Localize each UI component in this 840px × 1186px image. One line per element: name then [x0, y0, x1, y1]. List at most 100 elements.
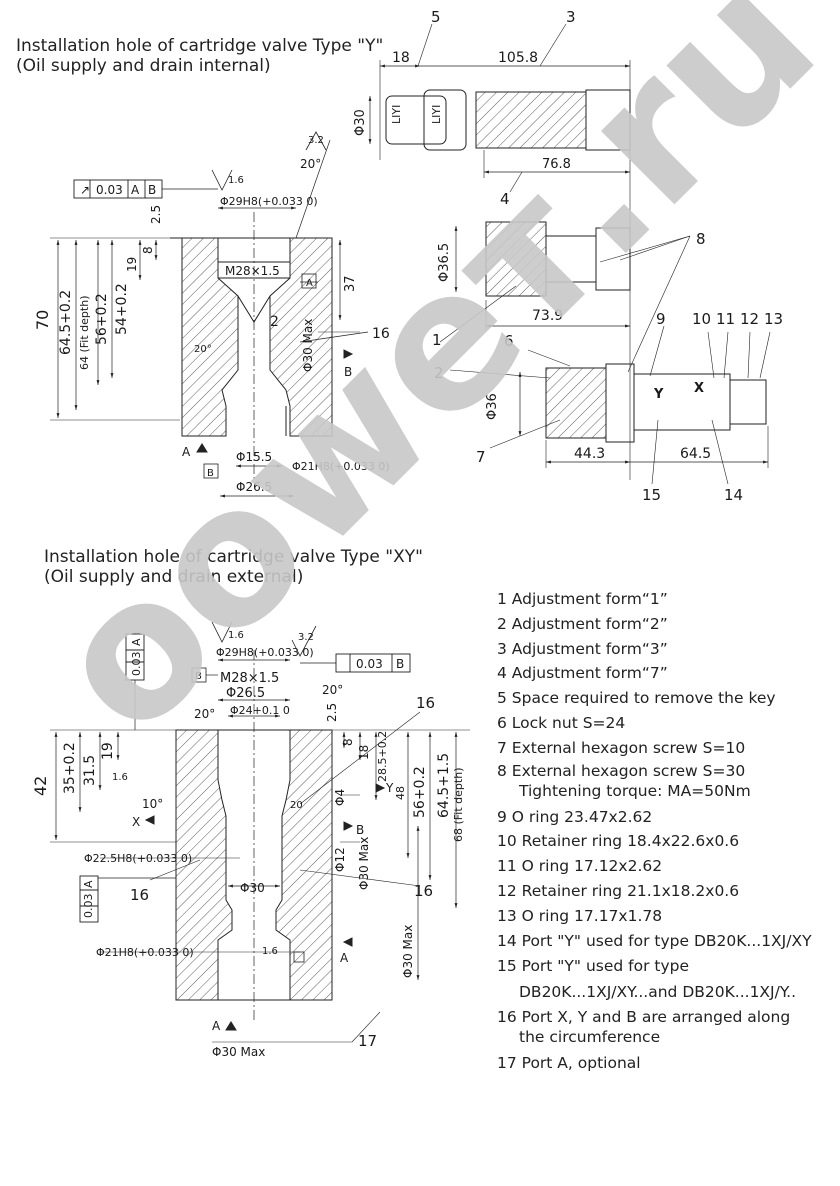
y-datum-b: B [148, 183, 156, 197]
xy-surf-32: 3.2 [298, 632, 314, 643]
y-port-a: A [182, 445, 191, 459]
xy-phi265: Φ26.5 [226, 686, 265, 701]
legend-item: 10 Retainer ring 18.4x22.6x0.6 [497, 829, 812, 854]
legend-text: 3 Adjustment form“3” [497, 639, 668, 658]
valve-phi365: Φ36.5 [437, 243, 452, 282]
y-datum-a-box: A [306, 278, 313, 289]
y-surf-16: 1.6 [228, 175, 244, 186]
legend-text: 8 External hexagon screw S=30 [497, 761, 746, 780]
xy-d18: 18 [357, 745, 371, 760]
labels-type-xy: 1.6 3.2 Φ29H8(+0.033 0) 0.03 B 0.03 A B … [31, 630, 465, 1059]
y-phi265: Φ26.5 [236, 480, 272, 494]
xy-phi30max-2: Φ30 Max [401, 925, 415, 978]
y-phi155: Φ15.5 [236, 450, 272, 464]
xy-surf-16: 1.6 [228, 630, 244, 641]
xy-d315: 31.5 [82, 755, 98, 786]
xy-surf-16c: 1.6 [262, 946, 278, 957]
xy-n16-right: 16 [414, 882, 433, 900]
xy-n16-left: 16 [130, 886, 149, 904]
title-type-xy-line2: (Oil supply and drain external) [44, 567, 304, 587]
y-d25: 2.5 [149, 205, 163, 224]
legend-item: 11 O ring 17.12x2.62 [497, 854, 812, 879]
parts-legend: 1 Adjustment form“1” 2 Adjustment form“2… [497, 587, 812, 1076]
y-surf-32: 3.2 [308, 135, 324, 146]
legend-text: 6 Lock nut S=24 [497, 713, 626, 732]
legend-text: 2 Adjustment form“2” [497, 614, 668, 633]
legend-text: 17 Port A, optional [497, 1054, 641, 1073]
labels-type-y: 0.03 A B ↗ Φ29H8(+0.033 0) 1.6 3.2 20° M… [33, 135, 390, 494]
y-tol-value: 0.03 [96, 183, 123, 197]
valve-n12: 12 [740, 310, 759, 328]
legend-text: 13 O ring 17.17x1.78 [497, 906, 663, 925]
valve-key-label-2: LIYI [430, 105, 443, 124]
valve-n9: 9 [656, 310, 666, 328]
title-type-xy-line1: Installation hole of cartridge valve Typ… [44, 547, 423, 567]
legend-text: 12 Retainer ring 21.1x18.2x0.6 [497, 881, 740, 900]
xy-ang20-right: 20° [322, 683, 343, 697]
xy-n16-top: 16 [416, 694, 435, 712]
legend-text: 11 O ring 17.12x2.62 [497, 857, 663, 876]
xy-port-x: X [132, 815, 140, 829]
xy-body-right [275, 729, 333, 1001]
valve-d18: 18 [392, 50, 410, 66]
xy-datum-b-box: B [195, 671, 202, 682]
legend-item: 9 O ring 23.47x2.62 [497, 805, 812, 830]
legend-text-cont: DB20K...1XJ/XY...and DB20K...1XJ/Y.. [519, 983, 797, 1002]
xy-tol-b: 0.03 [356, 657, 383, 671]
y-datum-b-box: B [207, 468, 214, 479]
xy-datum-a2: A [82, 880, 95, 888]
xy-ang20-left: 20° [194, 707, 215, 721]
xy-port-a-bottom: A [212, 1019, 221, 1033]
title-type-y-line1: Installation hole of cartridge valve Typ… [16, 36, 384, 56]
y-d70: 70 [33, 310, 52, 330]
legend-item: 14 Port "Y" used for type DB20K...1XJ/XY [497, 929, 812, 954]
valve-n1: 1 [432, 331, 442, 349]
xy-phi4: Φ4 [333, 789, 347, 806]
xy-phi21: Φ21H8(+0.033 0) [96, 946, 194, 959]
section-type-xy [50, 621, 470, 1043]
xy-surf-16b: 1.6 [112, 772, 128, 783]
y-ang20-inner: 20° [194, 344, 212, 355]
valve-n8: 8 [696, 230, 706, 248]
valve-port-y: Y [653, 387, 664, 402]
legend-text: 5 Space required to remove the key [497, 689, 776, 708]
xy-port-b: B [356, 823, 364, 837]
valve-port-x: X [694, 381, 704, 396]
valve-n4: 4 [500, 190, 510, 208]
legend-item: 12 Retainer ring 21.1x18.2x0.6 [497, 879, 812, 904]
legend-text: 10 Retainer ring 18.4x22.6x0.6 [497, 832, 740, 851]
xy-d20: 20 [290, 800, 303, 811]
legend-item: 3 Adjustment form“3” [497, 637, 812, 662]
y-d37: 37 [343, 275, 358, 292]
xy-phi225: Φ22.5H8(+0.033 0) [84, 852, 192, 865]
legend-item: 17 Port A, optional [497, 1051, 812, 1076]
valve-d645: 64.5 [680, 446, 711, 462]
y-phi29: Φ29H8(+0.033 0) [220, 195, 318, 208]
title-type-xy: Installation hole of cartridge valve Typ… [44, 547, 423, 587]
valve-n7: 7 [476, 448, 486, 466]
legend-item: 13 O ring 17.17x1.78 [497, 904, 812, 929]
valve-d443: 44.3 [574, 446, 605, 462]
xy-datum-b: B [396, 657, 404, 671]
legend-text: 15 Port "Y" used for type [497, 957, 690, 976]
xy-phi30: Φ30 [240, 881, 265, 895]
valve-key-label-1: LIYI [390, 105, 403, 124]
xy-d42: 42 [31, 776, 50, 796]
xy-phi29: Φ29H8(+0.033 0) [216, 646, 314, 659]
legend-text-cont: the circumference [519, 1028, 661, 1047]
xy-phi30max-bottom: Φ30 Max [212, 1045, 265, 1059]
valve-n5: 5 [431, 8, 441, 26]
xy-tol-a: 0.03 [130, 652, 143, 677]
title-type-y: Installation hole of cartridge valve Typ… [16, 36, 383, 76]
valve-n3: 3 [566, 8, 576, 26]
y-d64fit: 64 (Fit depth) [78, 296, 91, 371]
legend-text: 4 Adjustment form“7” [497, 664, 668, 683]
legend-item: 2 Adjustment form“2” [497, 612, 812, 637]
legend-text-cont: Tightening torque: MA=50Nm [519, 781, 751, 800]
y-tol-symbol: ↗ [80, 183, 90, 197]
xy-d48: 48 [394, 786, 407, 800]
y-d645: 64.5+0.2 [58, 290, 74, 355]
